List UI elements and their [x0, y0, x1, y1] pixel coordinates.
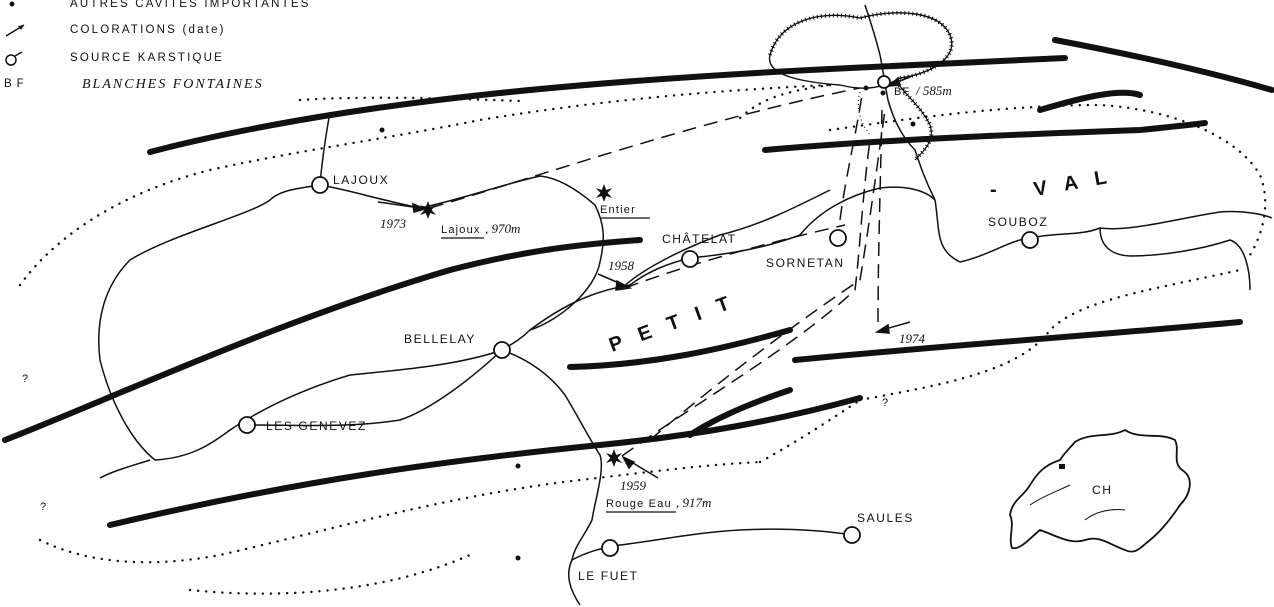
- legend-colorations-text: COLORATIONS (date): [70, 24, 226, 36]
- axis-upper-east: [762, 120, 1208, 153]
- label-lajoux-altitude: , 970m: [485, 221, 520, 236]
- legend-row-spring: SOURCE KARSTIQUE: [0, 48, 224, 68]
- question-mark: ?: [22, 373, 29, 385]
- label-lajoux: LAJOUX: [333, 173, 389, 187]
- label-chatelat: CHÂTELAT: [662, 231, 737, 246]
- dot-icon: [0, 0, 70, 14]
- axis-upper-right: [1037, 89, 1143, 113]
- axis-lower: [107, 395, 863, 528]
- label-sornetan: SORNETAN: [766, 256, 845, 270]
- river-souboz: [934, 199, 1273, 263]
- year-1973: 1973: [380, 216, 407, 231]
- tracer-flow-lines: [429, 87, 886, 457]
- rivers: [98, 4, 1273, 606]
- cave-dot: [863, 85, 869, 91]
- village-souboz-icon: [1021, 231, 1039, 249]
- cave-dot: [910, 121, 916, 127]
- cave-dot: [880, 90, 886, 96]
- axis-center: [567, 327, 793, 370]
- label-val-dash: -: [990, 179, 1003, 201]
- legend-row-colorations: COLORATIONS (date): [0, 20, 226, 40]
- sinkhole-labels: Lajoux , 970m Entier Rouge Eau , 917m: [441, 204, 711, 513]
- cave-dot: [379, 127, 385, 133]
- label-saules: SAULES: [857, 511, 914, 525]
- label-ch: CH: [1092, 483, 1113, 497]
- year-1959: 1959: [620, 478, 647, 493]
- map-legend: AUTRES CAVITES IMPORTANTES COLORATIONS (…: [0, 0, 420, 100]
- legend-caves-text: AUTRES CAVITES IMPORTANTES: [70, 0, 311, 10]
- sinkhole-entier-icon: [596, 184, 612, 202]
- watershed-hatched: [768, 10, 954, 162]
- sinkhole-rouge-eau-icon: [606, 449, 622, 467]
- legend-bf-name: BLANCHES FONTAINES: [82, 77, 264, 92]
- label-les-genevez: LES GENEVEZ: [266, 419, 367, 433]
- axis-north: [147, 55, 1068, 155]
- legend-bf-abbr-cell: BF: [0, 75, 82, 95]
- question-mark: ?: [882, 397, 889, 409]
- village-bellelay-icon: [493, 341, 511, 359]
- switzerland-outline-icon: [1009, 428, 1191, 553]
- axis-middle: [2, 237, 643, 443]
- label-rouge-eau-altitude: , 917m: [676, 495, 711, 510]
- label-souboz: SOUBOZ: [988, 215, 1048, 229]
- legend-row-caves: AUTRES CAVITES IMPORTANTES: [0, 0, 311, 14]
- year-1958: 1958: [608, 258, 635, 273]
- axis-north-east: [1052, 37, 1274, 93]
- arrow-icon: [0, 20, 70, 40]
- label-bf: BF: [894, 86, 910, 98]
- year-labels: 1973 1958 1974 1959: [380, 216, 926, 493]
- river-lajoux-basin: [98, 184, 321, 461]
- year-1974: 1974: [899, 331, 926, 346]
- unknown-markers: ? ? ?: [22, 373, 889, 513]
- village-lajoux-icon: [311, 176, 329, 194]
- study-area-marker-icon: [1059, 464, 1065, 469]
- village-markers: [238, 75, 1039, 557]
- cave-dot: [515, 463, 521, 469]
- spring-icon: [0, 48, 70, 68]
- village-sornetan-icon: [829, 229, 847, 247]
- village-les-genevez-icon: [238, 416, 256, 434]
- coloration-arrows: [377, 75, 913, 479]
- label-lajoux-sink: Lajoux: [441, 224, 481, 236]
- cave-dot: [515, 555, 521, 561]
- question-mark: ?: [40, 501, 47, 513]
- label-bf-altitude: / 585m: [915, 83, 952, 98]
- cave-dots: [379, 85, 916, 561]
- legend-row-bf: BF BLANCHES FONTAINES: [0, 75, 264, 95]
- label-bellelay: BELLELAY: [404, 332, 476, 346]
- label-rouge-eau: Rouge Eau: [606, 498, 672, 510]
- village-saules-icon: [843, 526, 861, 544]
- label-le-fuet: LE FUET: [578, 569, 639, 583]
- label-val: V A L: [1032, 165, 1114, 200]
- legend-spring-text: SOURCE KARSTIQUE: [70, 52, 225, 64]
- river-birse: [864, 4, 936, 201]
- dotted-boundary: [18, 83, 1267, 595]
- axis-south-east: [792, 319, 1243, 363]
- label-entier: Entier: [600, 204, 636, 216]
- legend-bf-abbr: BF: [4, 78, 29, 90]
- switzerland-inset: CH: [1009, 428, 1191, 553]
- place-labels: LAJOUX CHÂTELAT SORNETAN SOUBOZ BELLELAY…: [266, 173, 1048, 583]
- anticline-axes: [2, 37, 1274, 528]
- spring-bf-icon: [877, 75, 891, 89]
- village-chatelat-icon: [681, 250, 699, 268]
- village-le-fuet-icon: [601, 539, 619, 557]
- axis-short: [687, 387, 793, 438]
